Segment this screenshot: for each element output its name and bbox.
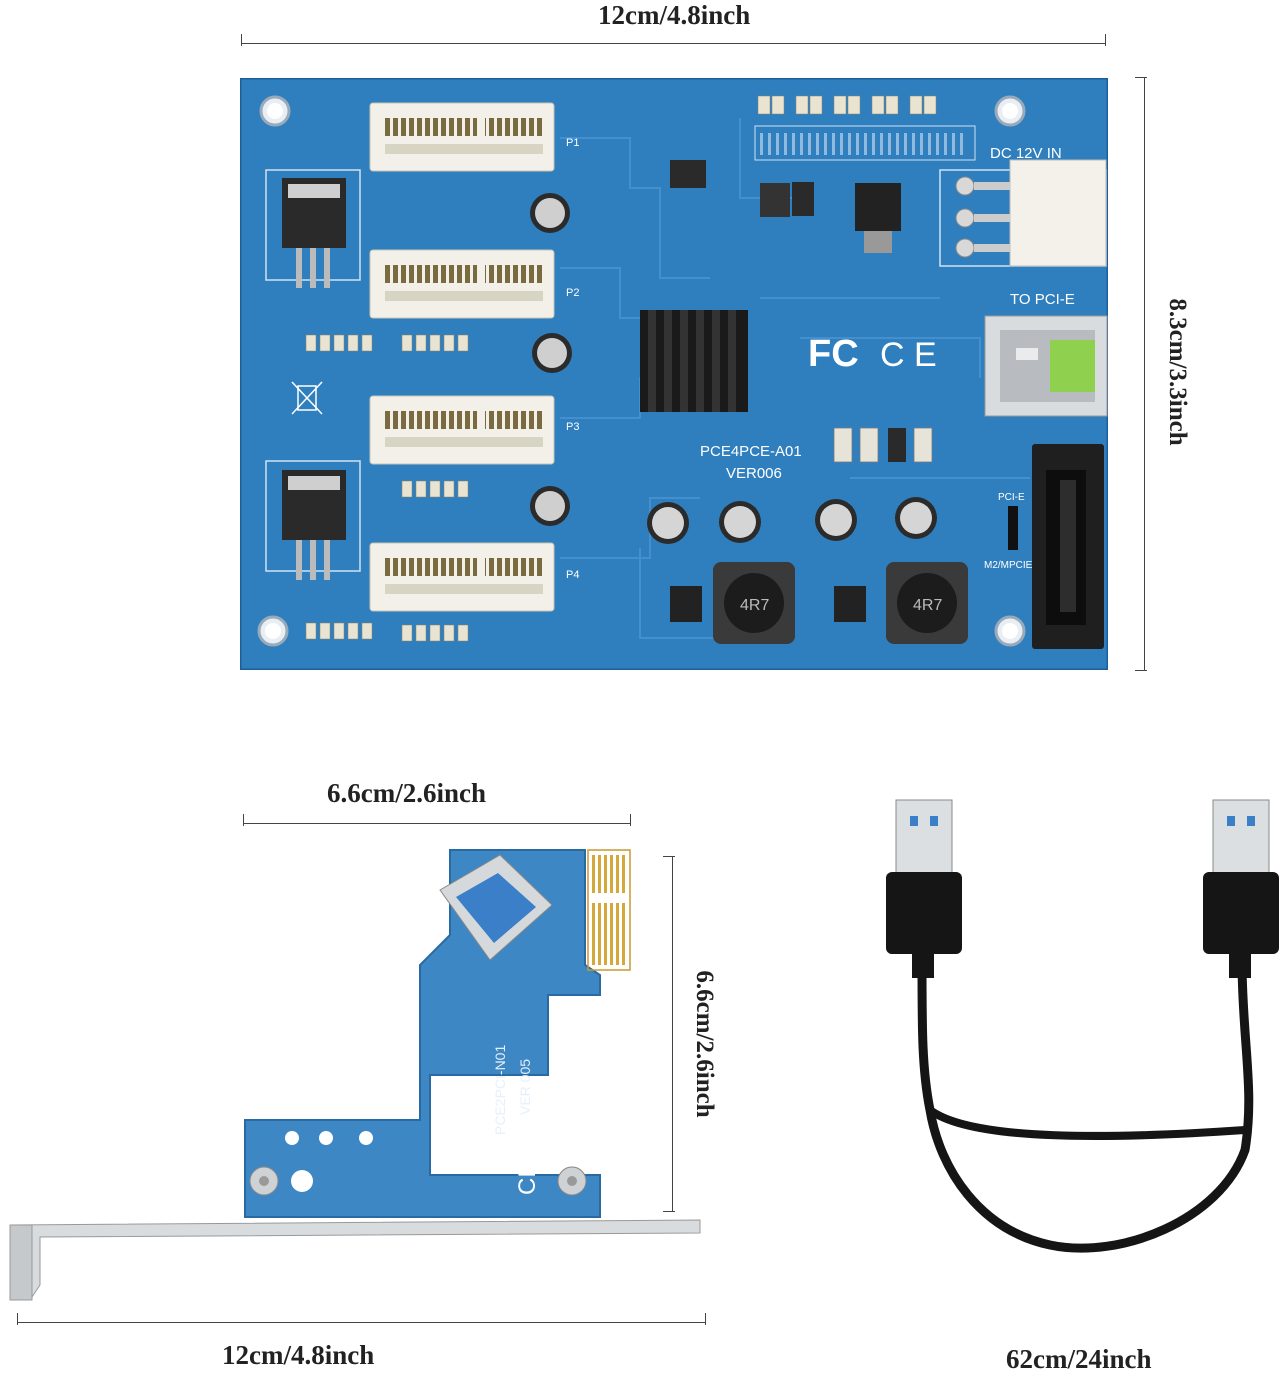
capacitor-ec2: [532, 333, 572, 373]
adapter-ce-mark: CE: [514, 1162, 541, 1195]
board-model: PCE4PCE-A01: [700, 443, 802, 460]
pcie-slot-4: [369, 542, 555, 612]
bracket-width-line: [17, 1313, 706, 1325]
voltage-regulator-2: [265, 460, 361, 580]
ce-mark: C E: [880, 336, 937, 374]
capacitor-ec1: [530, 193, 570, 233]
to-pcie-label: TO PCI-E: [1010, 291, 1075, 308]
usb-output-port: [984, 315, 1108, 417]
adapter-version: VER 005: [517, 1059, 533, 1115]
main-height-label: 8.3cm/3.3inch: [1164, 298, 1191, 446]
board-version: VER006: [726, 465, 782, 482]
pcie-jumper-label: PCI-E: [998, 492, 1025, 503]
slot-label-2: P2: [566, 287, 579, 299]
mounting-bracket: [9, 1219, 701, 1301]
voltage-regulator-1: [265, 169, 361, 288]
usb-cable: [886, 799, 1279, 1253]
usb-plug-left: [886, 799, 962, 978]
slot-label-1: P1: [566, 137, 579, 149]
adapter-height-line: [663, 856, 675, 1212]
slot-label-3: P3: [566, 421, 579, 433]
cable-length-label: 62cm/24inch: [1006, 1344, 1152, 1374]
main-width-line: [241, 34, 1106, 46]
fcc-mark: FC: [808, 333, 859, 375]
svg-text:4R7: 4R7: [913, 597, 942, 614]
main-height-line: [1135, 77, 1147, 671]
weee-icon: [291, 381, 323, 415]
pcie-slot-1: [369, 102, 555, 172]
mounting-holes: [257, 95, 1026, 647]
inductor-2: 4R7: [886, 562, 968, 644]
slot-label-4: P4: [566, 569, 579, 581]
dc-12v-label: DC 12V IN: [990, 145, 1062, 162]
pcie-adapter-card: PCE2PCI-N01 VER 005 CE: [9, 849, 701, 1301]
m2-jumper-label: M2/MPCIE: [984, 560, 1033, 571]
adapter-screw-left: [249, 1166, 279, 1196]
riser-board: P1 P2 P3 P4: [240, 78, 1108, 670]
pcie-slot-3: [369, 395, 555, 465]
adapter-width-label: 6.6cm/2.6inch: [327, 778, 486, 808]
dc-power-connector: [939, 159, 1107, 267]
bracket-width-label: 12cm/4.8inch: [222, 1340, 375, 1370]
sata-connector: [1032, 444, 1104, 649]
inductor-1: 4R7: [713, 562, 795, 644]
heatsink: [640, 310, 748, 412]
capacitor-row: [647, 497, 937, 544]
adapter-usb-port: [439, 854, 553, 961]
pcie-slot-2: [369, 249, 555, 319]
adapter-model: PCE2PCI-N01: [492, 1045, 508, 1135]
usb-plug-right: [1203, 799, 1279, 978]
adapter-width-line: [243, 814, 631, 826]
capacitor-ec3: [530, 486, 570, 526]
svg-text:4R7: 4R7: [740, 597, 769, 614]
adapter-screw-right: [557, 1166, 587, 1196]
main-width-label: 12cm/4.8inch: [598, 0, 751, 30]
